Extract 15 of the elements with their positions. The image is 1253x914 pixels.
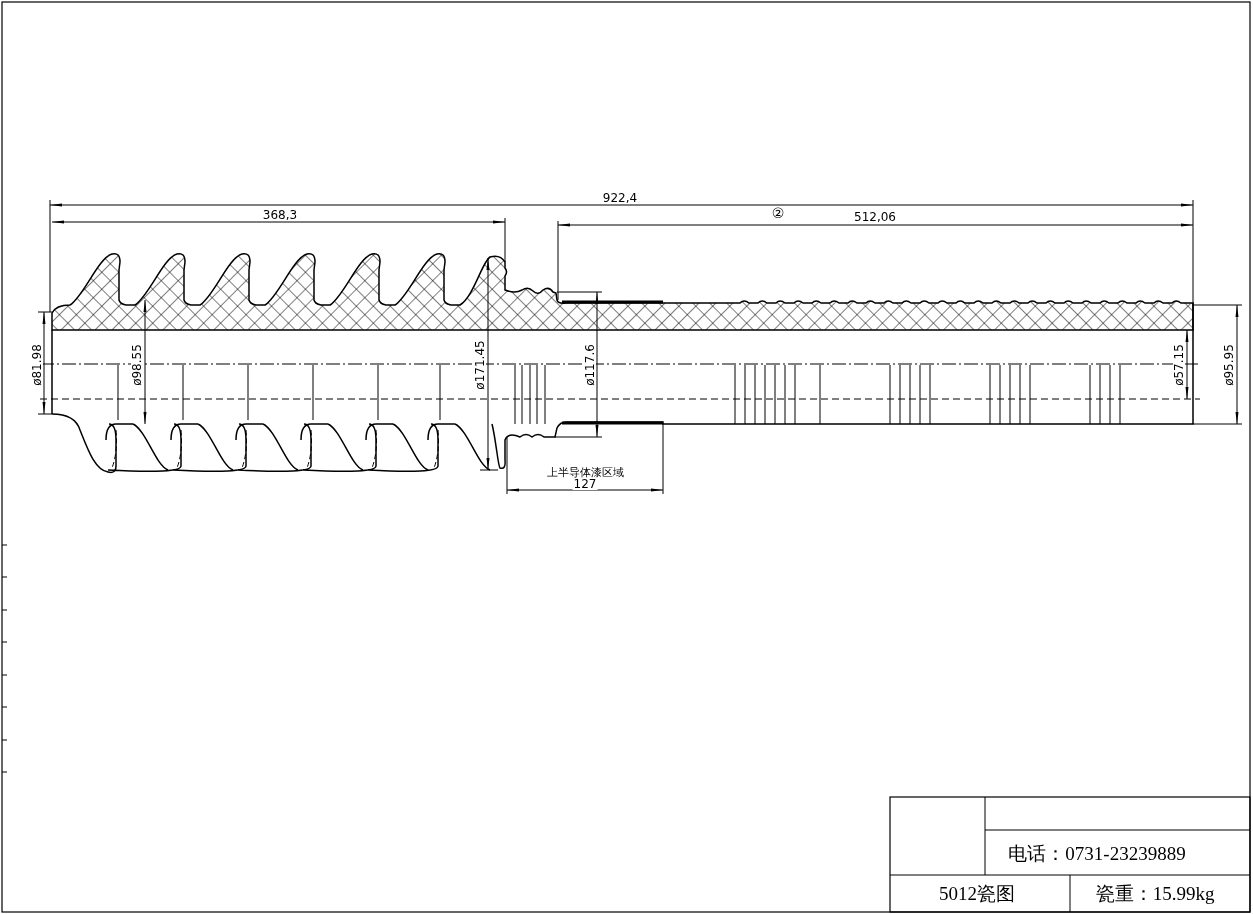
dimension-label: ø171.45 [474, 339, 486, 391]
phone-number: 电话：0731-23239889 [1007, 843, 1187, 863]
note-text: 上半导体漆区域 [545, 466, 625, 478]
dimension-label: ø81.98 [31, 343, 43, 387]
dimension-label: 127 [572, 478, 598, 490]
callout-number: ② [770, 206, 786, 220]
dimension-label: ø57.15 [1173, 343, 1185, 387]
dimension-label: ø117.6 [584, 343, 596, 387]
weight-label: 瓷重：15.99kg [1094, 883, 1216, 903]
dimension-label: ø95.95 [1223, 343, 1235, 387]
dimension-label: ø98.55 [131, 343, 143, 387]
dimension-label: 922,4 [601, 192, 639, 204]
dimension-label: 512,06 [853, 211, 897, 223]
dimension-label: 368,3 [261, 209, 299, 221]
drawing-number: 5012瓷图 [938, 883, 1016, 903]
